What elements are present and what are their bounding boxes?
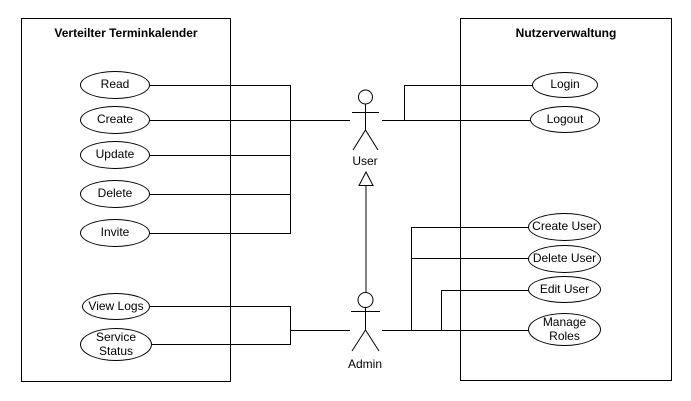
use-case-label: Delete User	[532, 251, 597, 266]
use-case-manage-roles: Manage Roles	[528, 313, 601, 346]
use-case-create: Create	[80, 106, 150, 134]
use-case-label: Invite	[100, 225, 130, 240]
actor-admin-label: Admin	[347, 357, 382, 371]
use-case-view-logs: View Logs	[82, 293, 150, 320]
user-actor-icon	[352, 89, 379, 151]
actor-user-label: User	[352, 154, 378, 168]
use-case-label: Read	[100, 77, 130, 92]
use-case-label: Manage Roles	[542, 314, 587, 343]
use-case-label: View Logs	[88, 298, 144, 313]
use-case-read: Read	[80, 71, 150, 99]
use-case-login: Login	[532, 72, 598, 98]
use-case-delete: Delete	[80, 180, 150, 208]
system-title-right: Nutzerverwaltung	[515, 26, 617, 40]
use-case-label: Create	[96, 112, 134, 127]
use-case-label: Login	[550, 77, 580, 92]
use-case-delete-user: Delete User	[528, 245, 601, 273]
system-title-left: Verteilter Terminkalender	[54, 26, 198, 40]
use-case-update: Update	[80, 141, 150, 169]
use-case-label: Create User	[532, 219, 597, 234]
use-case-label: Update	[95, 147, 135, 162]
generalization-triangle-icon	[358, 170, 374, 186]
use-case-service-status: Service Status	[80, 328, 152, 361]
use-case-logout: Logout	[530, 106, 600, 133]
generalization-arrow	[358, 170, 374, 292]
use-case-label: Service Status	[95, 329, 136, 358]
use-case-label: Delete	[97, 186, 133, 201]
use-case-invite: Invite	[80, 219, 150, 247]
use-case-create-user: Create User	[528, 213, 601, 241]
use-case-label: Logout	[546, 111, 584, 126]
use-case-label: Edit User	[539, 281, 590, 296]
use-case-edit-user: Edit User	[528, 276, 601, 303]
admin-actor-icon	[351, 292, 380, 352]
